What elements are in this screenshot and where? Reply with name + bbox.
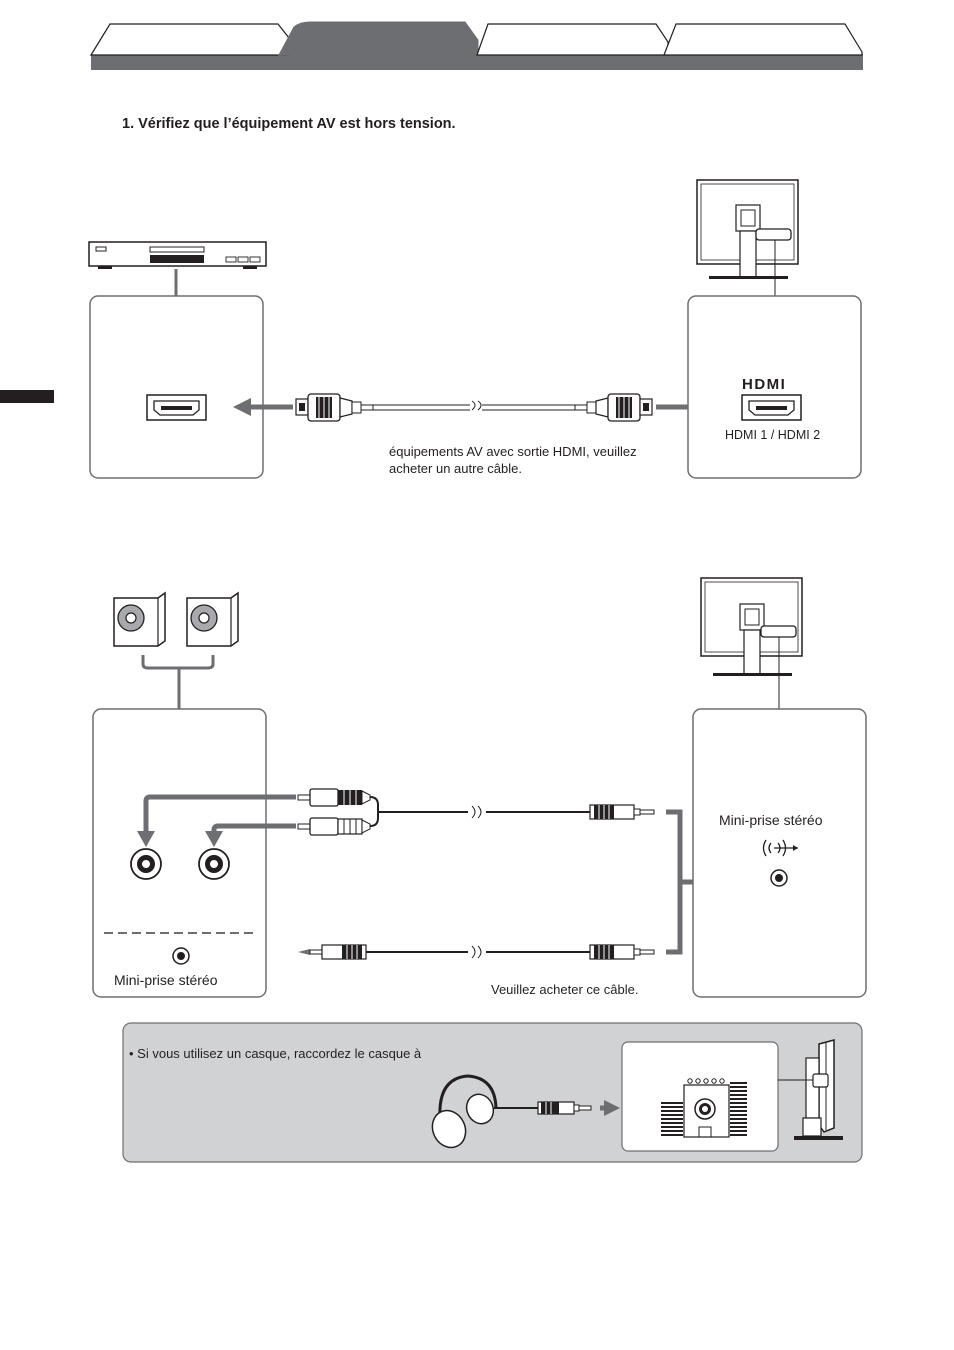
tip-text: • Si vous utilisez un casque, raccordez … [129, 1046, 422, 1061]
monitor-audio-panel [692, 708, 867, 998]
av-player-icon [88, 241, 267, 296]
audio-cable-note: Veuillez acheter ce câble. [491, 982, 639, 997]
svg-text:HDMI: HDMI [742, 376, 786, 393]
tab-4[interactable] [663, 23, 863, 56]
speaker-icon [113, 591, 239, 709]
av-device-panel [89, 295, 264, 479]
rca-cable [297, 788, 655, 836]
rca-jacks [130, 848, 230, 880]
tab-2-active[interactable] [278, 21, 479, 56]
monitor-side-closeup [661, 1078, 747, 1138]
header-tabs [89, 21, 863, 70]
monitor-jack-label: Mini-prise stéréo [719, 812, 823, 828]
arrow-to-headphone-port [604, 1100, 620, 1116]
hdmi-cable-note-line-1: équipements AV avec sortie HDMI, veuille… [389, 444, 637, 459]
headphones-icon [431, 1074, 592, 1149]
monitor-side-view [778, 1039, 843, 1140]
speaker-panel [92, 708, 267, 998]
monitor-hdmi-panel [687, 295, 862, 479]
step-1-text: 1. Vérifiez que l’équipement AV est hors… [122, 116, 456, 132]
left-page-marker [0, 390, 54, 403]
hdmi-port-monitor [741, 394, 802, 421]
hdmi-logo: HDMI [742, 376, 786, 393]
hdmi-cable-note: équipements AV avec sortie HDMI, veuille… [389, 443, 637, 477]
speaker-minijack [172, 947, 190, 965]
tab-3[interactable] [476, 23, 669, 56]
monitor-minijack [770, 869, 788, 887]
hdmi-cable-note-line-2: acheter un autre câble. [389, 461, 522, 476]
speaker-jack-label: Mini-prise stéréo [114, 972, 218, 988]
header-bar [91, 54, 863, 70]
monitor-icon-audio [700, 577, 803, 709]
hdmi-port-label: HDMI 1 / HDMI 2 [725, 428, 821, 442]
hdmi-port-av [146, 394, 207, 421]
tab-1[interactable] [89, 23, 290, 56]
monitor-icon [696, 179, 799, 296]
hdmi-cable [295, 393, 653, 422]
headphone-jack-icon [762, 839, 798, 857]
minijack-cable [298, 944, 655, 960]
